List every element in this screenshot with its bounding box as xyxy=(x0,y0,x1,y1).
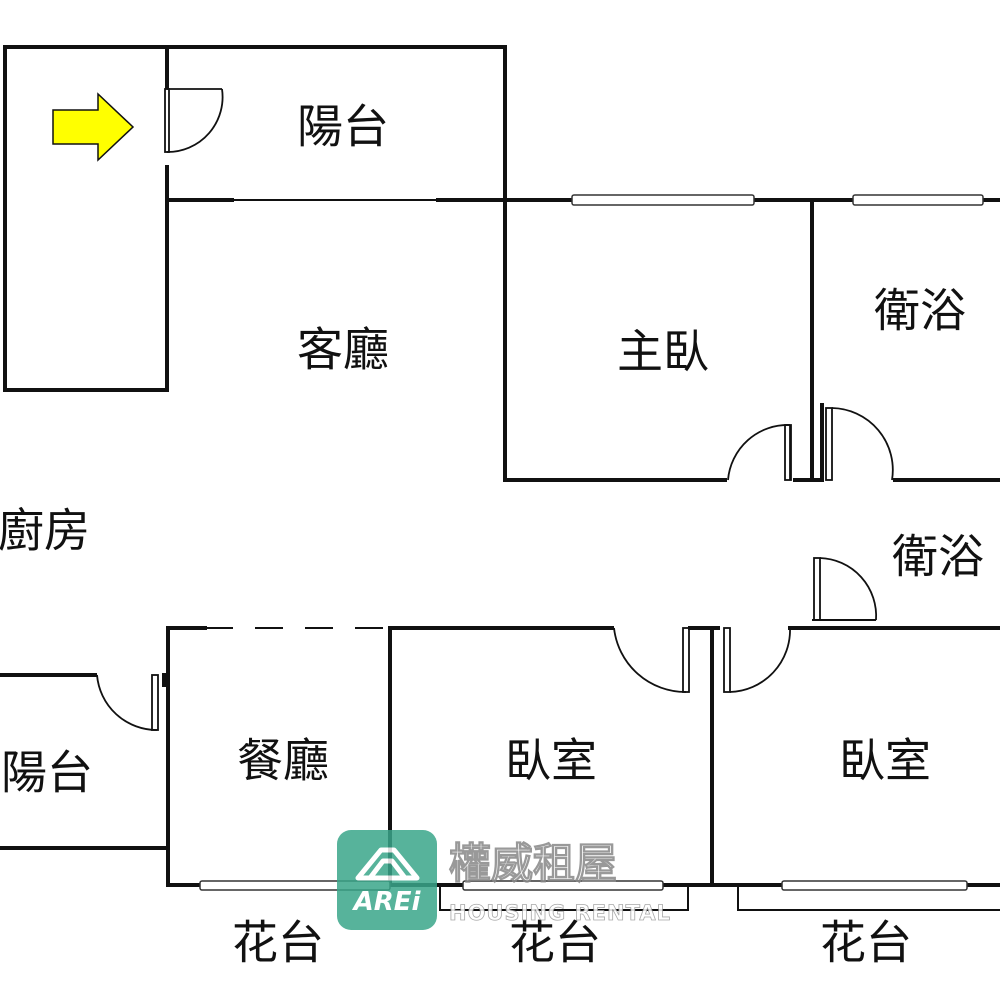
door-bedroom-2[interactable] xyxy=(723,627,791,693)
label-kitchen: 廚房 xyxy=(0,504,90,558)
door-bathroom-1[interactable] xyxy=(825,407,894,481)
door-balcony-top[interactable] xyxy=(164,88,224,153)
window-bathroom xyxy=(852,194,984,206)
label-balcony-left: 陽台 xyxy=(1,746,93,800)
label-dining-room: 餐廳 xyxy=(237,734,329,788)
door-bathroom-2[interactable] xyxy=(813,557,877,621)
label-planter-1: 花台 xyxy=(232,916,324,970)
room-labels: 陽台 客廳 主臥 衛浴 廚房 衛浴 陽台 餐廳 臥室 臥室 花台 花台 花台 xyxy=(0,100,984,970)
doors xyxy=(96,88,894,731)
label-master-bedroom: 主臥 xyxy=(617,325,709,379)
watermark: AREi 權威租屋 HOUSING RENTAL xyxy=(337,830,671,930)
window-master-bedroom xyxy=(571,194,755,206)
label-balcony-top: 陽台 xyxy=(297,100,389,154)
label-bathroom-2: 衛浴 xyxy=(892,530,984,584)
window-bedroom-1 xyxy=(462,880,664,891)
label-bedroom-2: 臥室 xyxy=(839,734,931,788)
door-master-bedroom[interactable] xyxy=(727,424,792,481)
label-bedroom-1: 臥室 xyxy=(505,734,597,788)
window-bedroom-2 xyxy=(781,880,968,891)
watermark-brand-sub: HOUSING RENTAL xyxy=(449,901,671,925)
door-bedroom-1[interactable] xyxy=(613,627,690,693)
door-balcony-left[interactable] xyxy=(96,674,159,731)
watermark-logo-text: AREi xyxy=(352,887,422,917)
planters xyxy=(439,887,1000,911)
watermark-brand-name: 權威租屋 xyxy=(449,839,617,888)
label-planter-3: 花台 xyxy=(820,916,912,970)
label-bathroom-1: 衛浴 xyxy=(874,284,966,338)
entrance-arrow-icon xyxy=(52,92,135,162)
label-living-room: 客廳 xyxy=(297,323,389,377)
label-planter-2: 花台 xyxy=(509,916,601,970)
